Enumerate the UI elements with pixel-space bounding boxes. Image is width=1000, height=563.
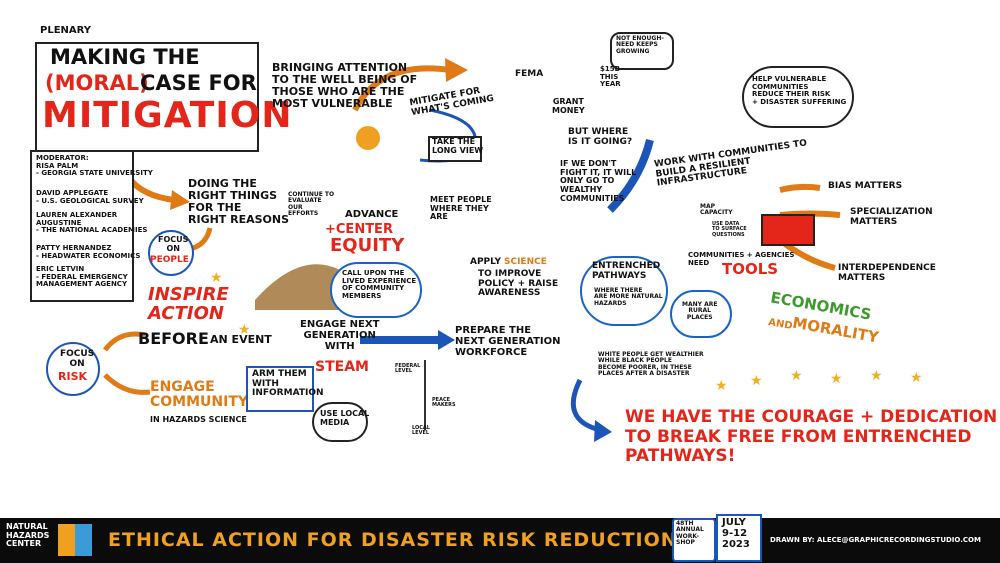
rural: MANY ARE RURAL PLACES — [682, 301, 718, 321]
svg-text:★: ★ — [910, 370, 923, 386]
title-case: CASE FOR — [140, 71, 257, 95]
title-moral: (MORAL) — [45, 71, 149, 95]
courage: WE HAVE THE COURAGE + DEDICATION TO BREA… — [625, 407, 998, 467]
svg-text:★: ★ — [715, 378, 728, 394]
hazards-science: IN HAZARDS SCIENCE — [150, 415, 247, 424]
fifteen-b: $15B THIS YEAR — [600, 65, 621, 89]
advance: ADVANCE — [345, 209, 399, 220]
panelist-2: LAUREN ALEXANDER AUGUSTINE - THE NATIONA… — [36, 211, 148, 235]
banner: ETHICAL ACTION FOR DISASTER RISK REDUCTI… — [108, 529, 678, 551]
center: +CENTER — [325, 222, 393, 237]
entrenched: ENTRENCHED PATHWAYS — [592, 261, 661, 281]
risk: RISK — [58, 370, 88, 383]
long-view-box — [428, 136, 482, 162]
people-circle — [148, 230, 194, 276]
panelist-4: ERIC LETVIN - FEDERAL EMERGENCY MANAGEME… — [36, 265, 128, 289]
plenary-label: PLENARY — [40, 25, 92, 36]
where-there: WHERE THERE ARE MORE NATURAL HAZARDS — [594, 287, 663, 307]
lived-experience: CALL UPON THE LIVED EXPERIENCE OF COMMUN… — [342, 269, 417, 300]
steam: STEAM — [315, 359, 369, 375]
equity: EQUITY — [330, 235, 405, 256]
annual-badge — [672, 518, 716, 562]
dates: JULY 9-12 2023 — [722, 517, 750, 550]
white-people: WHITE PEOPLE GET WEALTHIER WHILE BLACK P… — [598, 351, 704, 378]
title-mitigation: MITIGATION — [42, 95, 293, 136]
media-cloud — [312, 402, 368, 442]
arm-box — [246, 366, 314, 412]
svg-text:★: ★ — [830, 371, 843, 387]
fema: FEMA — [515, 69, 544, 79]
svg-text:★: ★ — [238, 322, 251, 338]
apply: APPLY — [470, 257, 502, 267]
communities-need: COMMUNITIES + AGENCIES NEED — [688, 251, 795, 267]
svg-text:★: ★ — [210, 270, 223, 286]
help-cloud — [742, 66, 854, 128]
specialization: SPECIALIZATION MATTERS — [850, 207, 933, 227]
arm-them: ARM THEM WITH INFORMATION — [252, 369, 324, 399]
grant-money: GRANT MONEY — [552, 97, 585, 115]
subtitle: BRINGING ATTENTION TO THE WELL BEING OF … — [272, 61, 418, 110]
calendar — [716, 514, 762, 562]
local-media: USE LOCAL MEDIA — [320, 409, 370, 427]
inspire-action: INSPIRE ACTION — [148, 284, 229, 325]
footer-bar — [0, 518, 1000, 563]
right-things: DOING THE RIGHT THINGS FOR THE RIGHT REA… — [188, 177, 290, 226]
to-improve: TO IMPROVE POLICY + RAISE AWARENESS — [478, 269, 559, 299]
drawn-by: DRAWN BY: ALECE@GRAPHICRECORDINGSTUDIO.C… — [770, 536, 981, 544]
svg-text:★: ★ — [750, 373, 763, 389]
prepare: PREPARE THE NEXT GENERATION WORKFORCE — [455, 325, 561, 358]
local-level: LOCAL LEVEL — [412, 425, 430, 437]
panelist-1: DAVID APPLEGATE - U.S. GEOLOGICAL SURVEY — [36, 189, 144, 205]
but-where: BUT WHERE IS IT GOING? — [568, 127, 633, 147]
map-capacity: MAP CAPACITY — [700, 203, 733, 217]
use-data: USE DATA TO SURFACE QUESTIONS — [712, 221, 747, 238]
science: SCIENCE — [504, 257, 547, 267]
engage-next: ENGAGE NEXT GENERATION WITH — [300, 319, 380, 352]
federal-level: FEDERAL LEVEL — [395, 363, 421, 375]
engage-community: ENGAGE COMMUNITY — [150, 379, 249, 411]
annual: 48TH ANNUAL WORK- SHOP — [676, 520, 704, 547]
svg-text:★: ★ — [790, 368, 803, 384]
risk-circle — [46, 342, 100, 396]
focus-on-people: FOCUS ON — [158, 235, 189, 253]
before-label: BEFORE — [138, 329, 209, 348]
entrenched-cloud — [580, 256, 668, 326]
title-line1: MAKING THE — [50, 45, 200, 69]
panelist-3: PATTY HERNANDEZ - HEADWATER ECONOMICS — [36, 244, 141, 260]
not-enough-box — [610, 32, 674, 70]
continue-evaluate: CONTINUE TO EVALUATE OUR EFFORTS — [288, 191, 335, 218]
if-we: IF WE DON'T FIGHT IT, IT WILL ONLY GO TO… — [560, 159, 637, 203]
people: PEOPLE — [150, 255, 189, 265]
org-name: NATURAL HAZARDS CENTER — [6, 522, 50, 549]
panel-box — [30, 150, 134, 302]
focus-on-risk: FOCUS ON — [60, 349, 95, 369]
moderator: MODERATOR: RISA PALM - GEORGIA STATE UNI… — [36, 154, 153, 178]
long-view: TAKE THE LONG VIEW — [432, 137, 484, 155]
rural-cloud — [670, 290, 732, 338]
bias: BIAS MATTERS — [828, 181, 903, 191]
org-logo — [58, 524, 92, 556]
interdependence: INTERDEPENDENCE MATTERS — [838, 263, 936, 283]
not-enough: NOT ENOUGH- NEED KEEPS GROWING — [616, 35, 664, 55]
help: HELP VULNERABLE COMMUNITIES REDUCE THEIR… — [752, 75, 847, 106]
tools: TOOLS — [722, 260, 779, 278]
peace-makers: PEACE MAKERS — [432, 397, 456, 409]
title-box — [35, 42, 259, 152]
meet-people: MEET PEOPLE WHERE THEY ARE — [430, 195, 492, 222]
an-event-label: AN EVENT — [210, 333, 272, 346]
svg-text:★: ★ — [870, 368, 883, 384]
lived-cloud — [330, 262, 422, 318]
